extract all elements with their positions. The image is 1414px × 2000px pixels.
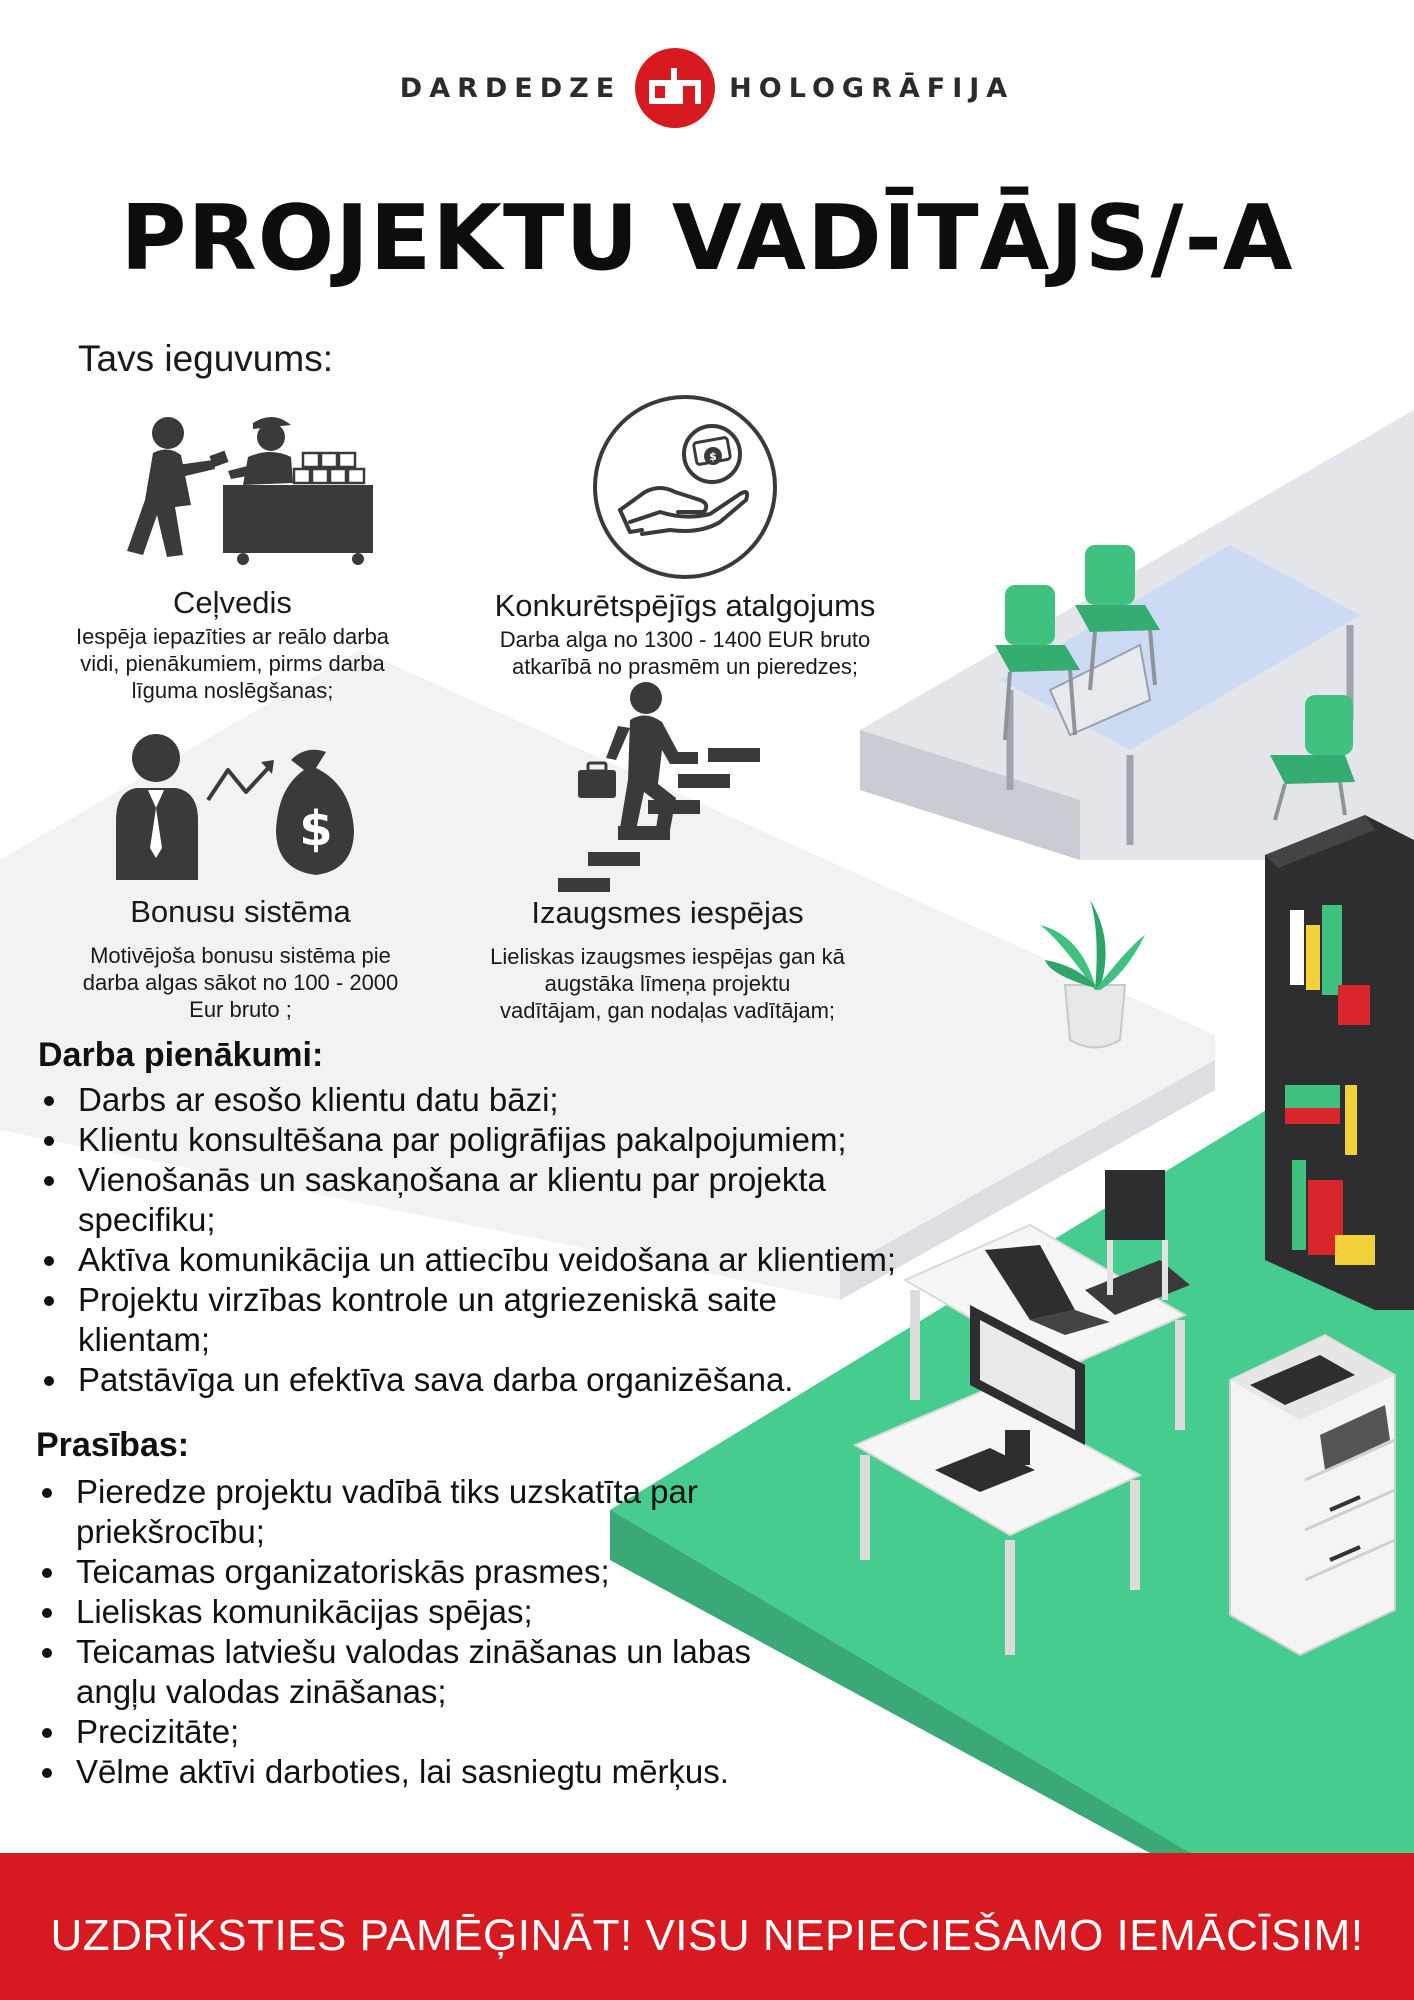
list-item: Vienošanās un saskaņošana ar klientu par… bbox=[38, 1160, 998, 1240]
bookshelf bbox=[1265, 815, 1414, 1310]
benefits-heading: Tavs ieguvums: bbox=[78, 338, 333, 379]
benefit-title: Izaugsmes iespējas bbox=[531, 895, 804, 930]
benefit-salary: $ Konkurētspējīgs atalgojums Darba alga … bbox=[455, 392, 915, 680]
black-chair bbox=[1085, 1170, 1190, 1315]
green-chair bbox=[1270, 695, 1355, 821]
list-item: Darbs ar esošo klientu datu bāzi; bbox=[38, 1080, 998, 1120]
green-chair bbox=[1075, 545, 1160, 691]
list-item: Teicamas latviešu valodas zināšanas un l… bbox=[36, 1632, 856, 1712]
duties-heading: Darba pienākumi: bbox=[38, 1036, 324, 1074]
grey-platform-side bbox=[840, 1060, 1215, 1300]
brand-right-word: HOLOGRĀFIJA bbox=[729, 72, 1015, 104]
hand-money-icon: $ bbox=[593, 395, 777, 579]
list-item: Precizitāte; bbox=[36, 1712, 856, 1752]
benefit-bonus: $ Bonusu sistēma Motivējoša bonusu sistē… bbox=[48, 730, 433, 1023]
bonus-money-bag-icon: $ bbox=[115, 734, 354, 880]
benefit-description: Lieliskas izaugsmes iespējas gan kā augs… bbox=[490, 944, 845, 1023]
svg-text:$: $ bbox=[299, 801, 332, 857]
brand-logo: DARDEDZE HOLOGRĀFIJA bbox=[0, 48, 1414, 128]
page-title: PROJEKTU VADĪTĀJS/-A bbox=[120, 186, 1294, 291]
benefit-description: Darba alga no 1300 - 1400 EUR bruto atka… bbox=[499, 627, 871, 679]
svg-text:$: $ bbox=[709, 450, 717, 463]
benefit-title: Ceļvedis bbox=[173, 585, 292, 620]
potted-plant bbox=[1040, 900, 1145, 1049]
benefit-description: Motivējoša bonusu sistēma pie darba alga… bbox=[82, 943, 399, 1022]
brand-left-word: DARDEDZE bbox=[399, 72, 622, 104]
green-chair bbox=[995, 585, 1080, 741]
list-item: Lieliskas komunikācijas spējas; bbox=[36, 1592, 856, 1632]
green-floor-side bbox=[610, 1510, 1190, 1853]
desk-with-laptop bbox=[902, 1223, 1188, 1470]
requirements-heading: Prasības: bbox=[36, 1426, 190, 1464]
dh-monogram-logo bbox=[635, 48, 716, 128]
benefit-guide: Ceļvedis Iespēja iepazīties ar reālo dar… bbox=[50, 405, 415, 704]
benefit-growth: Izaugsmes iespējas Lieliskas izaugsmes i… bbox=[455, 680, 880, 1024]
list-item: Projektu virzības kontrole un atgriezeni… bbox=[38, 1280, 998, 1360]
list-item: Pieredze projektu vadībā tiks uzskatīta … bbox=[36, 1472, 856, 1552]
upper-platform-side bbox=[860, 730, 1080, 860]
list-item: Klientu konsultēšana par poligrāfijas pa… bbox=[38, 1120, 998, 1160]
office-printer bbox=[1229, 1333, 1396, 1657]
desk-with-monitor bbox=[852, 1305, 1143, 1655]
list-item: Vēlme aktīvi darboties, lai sasniegtu mē… bbox=[36, 1752, 856, 1792]
list-item: Aktīva komunikācija un attiecību veidoša… bbox=[38, 1240, 998, 1280]
career-stairs-icon bbox=[557, 682, 760, 892]
requirements-list: Pieredze projektu vadībā tiks uzskatīta … bbox=[36, 1472, 856, 1792]
footer-banner: UZDRĪKSTIES PAMĒĢINĀT! VISU NEPIECIEŠAMO… bbox=[0, 1853, 1414, 2000]
mentor-handover-icon bbox=[126, 416, 373, 565]
list-item: Teicamas organizatoriskās prasmes; bbox=[36, 1552, 856, 1592]
benefit-title: Konkurētspējīgs atalgojums bbox=[494, 588, 876, 623]
benefit-description: Iespēja iepazīties ar reālo darba vidi, … bbox=[75, 624, 390, 703]
duties-list: Darbs ar esošo klientu datu bāzi; Klient… bbox=[38, 1080, 998, 1400]
footer-slogan: UZDRĪKSTIES PAMĒĢINĀT! VISU NEPIECIEŠAMO… bbox=[50, 1910, 1364, 1960]
list-item: Patstāvīga un efektīva sava darba organi… bbox=[38, 1360, 998, 1400]
benefit-title: Bonusu sistēma bbox=[130, 894, 351, 929]
